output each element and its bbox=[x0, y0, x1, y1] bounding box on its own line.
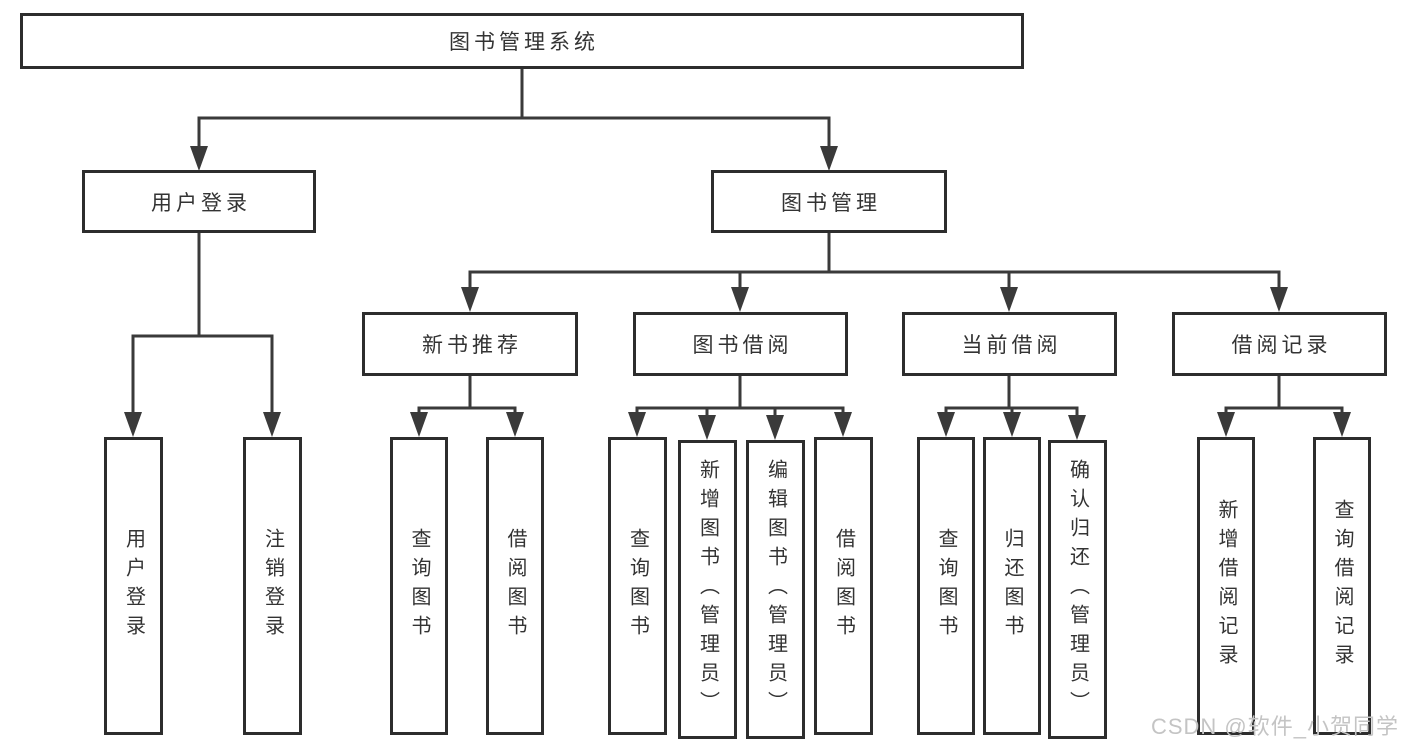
edge-book-mgmt-to-level3 bbox=[461, 231, 1288, 312]
leaf-query-borrow-record-label: 查询借阅记录 bbox=[1331, 499, 1353, 673]
leaf-add-borrow-record: 新增借阅记录 bbox=[1197, 437, 1255, 735]
arrowhead bbox=[1003, 412, 1021, 437]
leaf-return-books: 归还图书 bbox=[983, 437, 1041, 735]
node-book-borrow: 图书借阅 bbox=[633, 312, 848, 376]
arrowhead bbox=[698, 415, 716, 440]
leaf-recommend-query-books: 查询图书 bbox=[390, 437, 448, 735]
leaf-edit-books-admin: 编辑图书（管理员） bbox=[746, 440, 805, 739]
arrowhead bbox=[1068, 415, 1086, 440]
node-user-login: 用户登录 bbox=[82, 170, 316, 233]
leaf-recommend-borrow-books-label: 借阅图书 bbox=[504, 528, 526, 644]
leaf-borrow-books-label: 借阅图书 bbox=[832, 528, 855, 644]
csdn-watermark: CSDN @软件_小贺同学 bbox=[1150, 714, 1399, 739]
leaf-recommend-query-books-label: 查询图书 bbox=[408, 528, 430, 644]
node-book-management-label: 图书管理 bbox=[781, 191, 881, 215]
leaf-edit-books-admin-label: 编辑图书（管理员） bbox=[764, 459, 787, 720]
node-current-borrow-label: 当前借阅 bbox=[961, 334, 1062, 357]
leaf-user-login-label: 用户登录 bbox=[122, 528, 145, 644]
node-root-label: 图书管理系统 bbox=[449, 31, 599, 54]
arrowhead bbox=[834, 412, 852, 437]
node-new-book-recommend-label: 新书推荐 bbox=[422, 334, 522, 357]
leaf-borrow-books: 借阅图书 bbox=[814, 437, 873, 735]
arrowhead bbox=[461, 287, 479, 312]
edge-root-to-level2 bbox=[190, 67, 838, 171]
leaf-logout-label: 注销登录 bbox=[261, 528, 284, 644]
node-user-login-label: 用户登录 bbox=[151, 191, 251, 215]
arrowhead bbox=[190, 146, 208, 171]
leaf-current-query-books: 查询图书 bbox=[917, 437, 975, 735]
leaf-add-books-admin-label: 新增图书（管理员） bbox=[696, 459, 719, 720]
edge-user-login-to-leaves bbox=[124, 231, 281, 437]
leaf-add-borrow-record-label: 新增借阅记录 bbox=[1215, 499, 1237, 673]
arrowhead bbox=[1270, 287, 1288, 312]
arrowhead bbox=[1333, 412, 1351, 437]
leaf-return-books-label: 归还图书 bbox=[1001, 528, 1023, 644]
arrowhead bbox=[410, 412, 428, 437]
node-root: 图书管理系统 bbox=[20, 13, 1024, 69]
edge-borrow-record-to-leaves bbox=[1217, 374, 1351, 437]
arrowhead bbox=[1000, 287, 1018, 312]
arrowhead bbox=[820, 146, 838, 171]
leaf-borrow-query-books-label: 查询图书 bbox=[626, 528, 649, 644]
arrowhead bbox=[731, 287, 749, 312]
node-borrow-records-label: 借阅记录 bbox=[1231, 334, 1332, 357]
node-current-borrow: 当前借阅 bbox=[902, 312, 1117, 376]
edge-current-borrow-to-leaves bbox=[937, 374, 1086, 440]
leaf-borrow-query-books: 查询图书 bbox=[608, 437, 667, 735]
leaf-logout: 注销登录 bbox=[243, 437, 302, 735]
edge-new-book-rec-to-leaves bbox=[410, 374, 524, 437]
arrowhead bbox=[263, 412, 281, 437]
arrowhead bbox=[628, 412, 646, 437]
arrowhead bbox=[124, 412, 142, 437]
arrowhead bbox=[766, 415, 784, 440]
leaf-add-books-admin: 新增图书（管理员） bbox=[678, 440, 737, 739]
leaf-current-query-books-label: 查询图书 bbox=[935, 528, 957, 644]
arrowhead bbox=[937, 412, 955, 437]
node-new-book-recommend: 新书推荐 bbox=[362, 312, 578, 376]
node-book-management: 图书管理 bbox=[711, 170, 947, 233]
node-book-borrow-label: 图书借阅 bbox=[692, 334, 793, 357]
node-borrow-records: 借阅记录 bbox=[1172, 312, 1387, 376]
edge-book-borrow-to-leaves bbox=[628, 374, 852, 440]
leaf-user-login: 用户登录 bbox=[104, 437, 163, 735]
leaf-confirm-return-admin-label: 确认归还（管理员） bbox=[1066, 459, 1089, 720]
arrowhead bbox=[1217, 412, 1235, 437]
arrowhead bbox=[506, 412, 524, 437]
leaf-query-borrow-record: 查询借阅记录 bbox=[1313, 437, 1371, 735]
leaf-confirm-return-admin: 确认归还（管理员） bbox=[1048, 440, 1107, 739]
leaf-recommend-borrow-books: 借阅图书 bbox=[486, 437, 544, 735]
